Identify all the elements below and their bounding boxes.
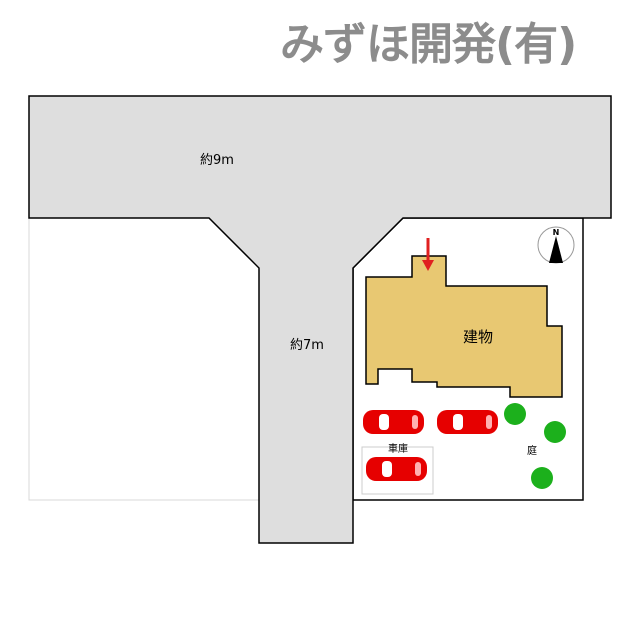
road-main-width-label: 約9m — [200, 153, 234, 168]
north-label: N — [553, 228, 560, 237]
company-name: みずほ開発(有) — [280, 19, 577, 70]
car-icon — [437, 410, 498, 434]
tree-icon — [504, 403, 526, 425]
car-icon — [366, 457, 427, 481]
entrance-arrow-icon — [422, 238, 434, 271]
car-icon — [363, 410, 424, 434]
road-branch-width-label: 約7m — [290, 338, 324, 353]
tree-icon — [544, 421, 566, 443]
north-compass-icon: N — [537, 226, 575, 264]
building — [365, 255, 563, 398]
building-label: 建物 — [463, 328, 493, 346]
neighbor-lot-outline — [28, 218, 259, 501]
garage-label: 車庫 — [388, 442, 408, 455]
road — [28, 95, 612, 544]
garden-label: 庭 — [527, 444, 537, 457]
garage-area — [361, 446, 434, 495]
tree-icon — [531, 467, 553, 489]
